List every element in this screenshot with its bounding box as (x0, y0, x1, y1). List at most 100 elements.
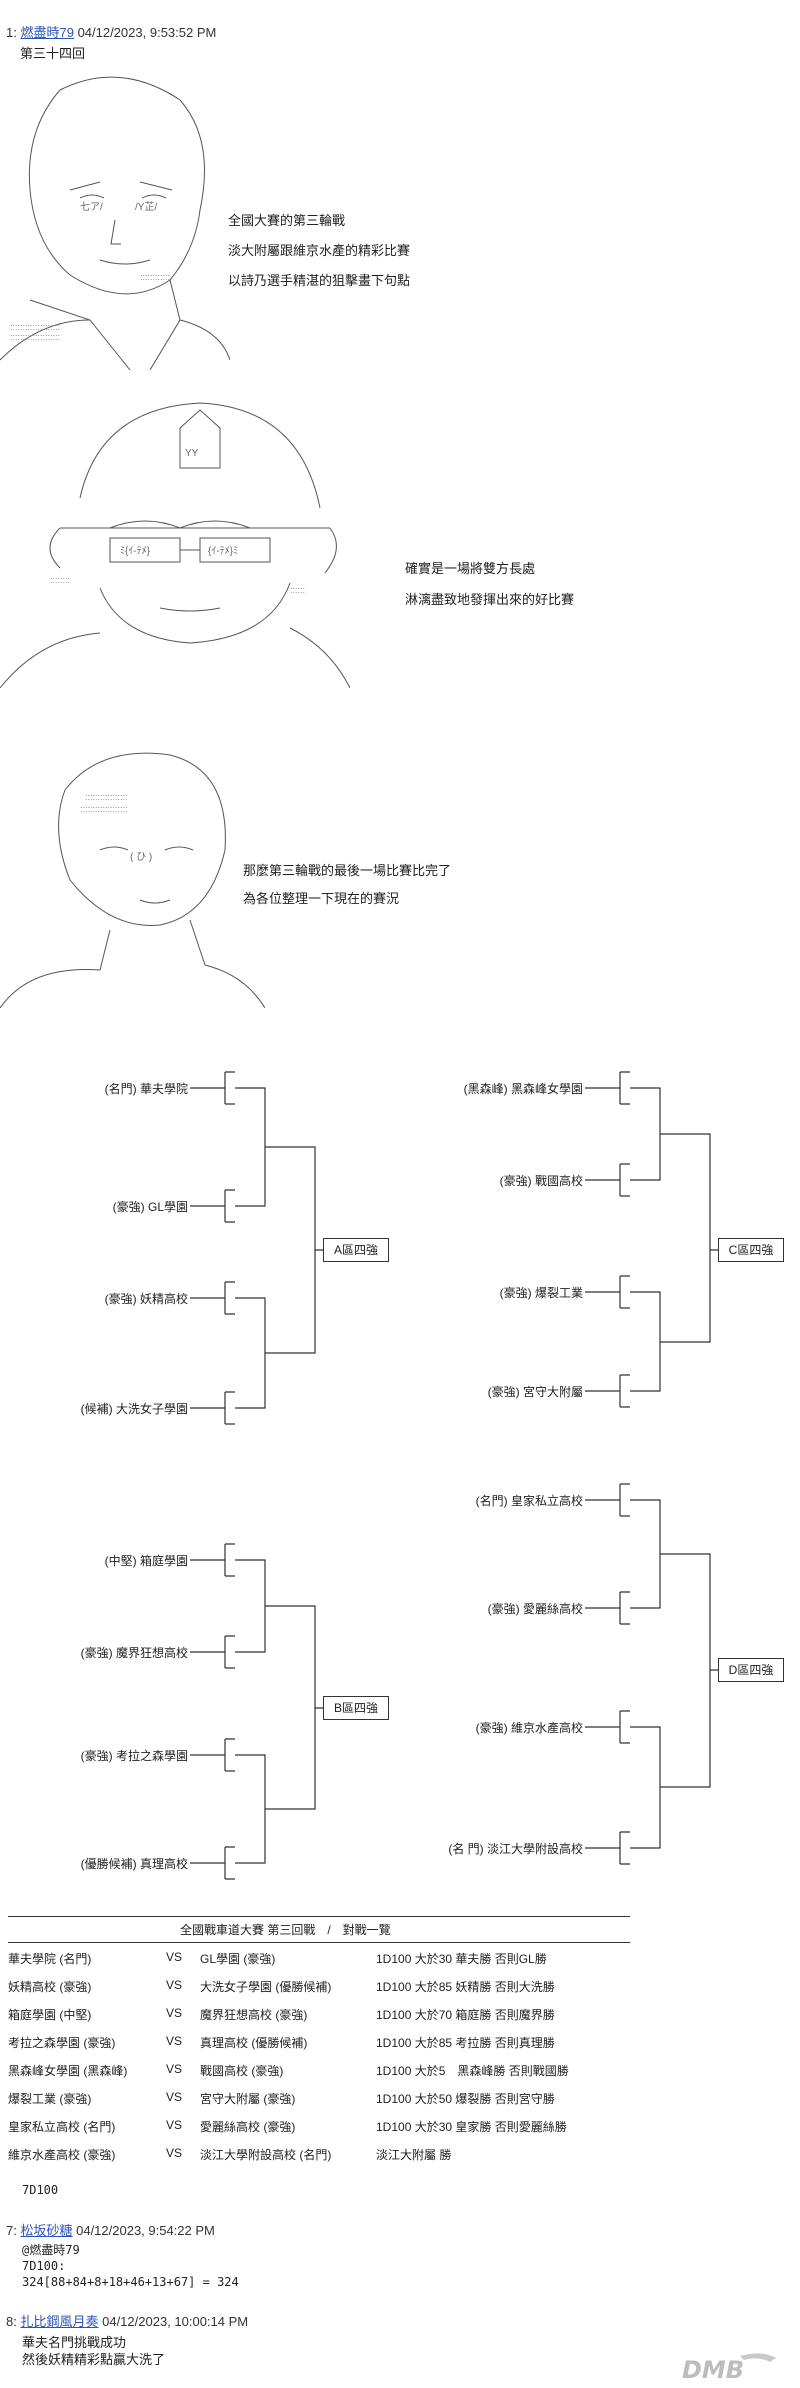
vs-label: VS (166, 2034, 183, 2048)
c-block-final-box: C區四強 (718, 1238, 784, 1262)
table-header-rule (8, 1942, 630, 1943)
right-team: 魔界狂想高校 (豪強) (200, 2008, 308, 2022)
post-number: 7 (6, 2223, 14, 2238)
team-label: (黑森峰) 黑森峰女學園 (463, 1082, 583, 1096)
left-team: 黑森峰女學園 (黑森峰) (8, 2064, 128, 2078)
table-row: 黑森峰女學園 (黑森峰) VS 戰國高校 (豪強) 1D100 大於5 黑森峰勝… (0, 2058, 800, 2084)
result-rule: 1D100 大於5 黑森峰勝 否則戰國勝 (376, 2064, 569, 2078)
b-block-final-box: B區四強 (323, 1696, 389, 1720)
vs-label: VS (166, 2146, 183, 2160)
narration-line: 確實是一場將雙方長處 (405, 561, 536, 576)
svg-text:{ｲ-ﾃﾒ}ﾐ: {ｲ-ﾃﾒ}ﾐ (208, 546, 238, 557)
svg-text:七ア/: 七ア/ (80, 201, 103, 213)
narration-line: 以詩乃選手精湛的狙擊畫下句點 (228, 273, 411, 288)
post-header-8: 8: 扎比鋼風月奏 04/12/2023, 10:00:14 PM (6, 2314, 249, 2329)
left-team: 妖精高校 (豪強) (8, 1980, 92, 1994)
dice-roll-command: 7D100 (22, 2183, 59, 2197)
team-label: (名門) 皇家私立高校 (475, 1494, 583, 1508)
left-team: 維京水產高校 (豪強) (8, 2148, 116, 2162)
a-block-final-box: A區四強 (323, 1238, 389, 1262)
reply-7-body: @燃盡時79 7D100: 324[88+84+8+18+46+13+67] =… (22, 2242, 239, 2290)
svg-text:( ひ ): ( ひ ) (130, 852, 152, 863)
team-label: (名 門) 淡江大學附設高校 (448, 1842, 583, 1856)
poster-name-link[interactable]: 燃盡時79 (20, 25, 74, 40)
left-team: 考拉之森學園 (豪強) (8, 2036, 116, 2050)
table-row: 考拉之森學園 (豪強) VS 真理高校 (優勝候補) 1D100 大於85 考拉… (0, 2030, 800, 2056)
reply-line: 華夫名門挑戰成功 (22, 2335, 127, 2350)
vs-label: VS (166, 1950, 183, 1964)
ascii-art-character-1: 七ア/ /Y芷/ :::::::::::::::::::: ::::::::::… (0, 70, 230, 370)
table-row: 爆裂工業 (豪強) VS 宮守大附屬 (豪強) 1D100 大於50 爆裂勝 否… (0, 2086, 800, 2112)
svg-text:/Y芷/: /Y芷/ (135, 200, 157, 213)
vs-label: VS (166, 2062, 183, 2076)
watermark-icon: DMB (682, 2353, 776, 2384)
left-team: 皇家私立高校 (名門) (8, 2120, 116, 2134)
team-label: (豪強) 愛麗絲高校 (487, 1602, 583, 1616)
vs-label: VS (166, 2090, 183, 2104)
dmb-watermark-logo: DMB (682, 2352, 778, 2384)
result-rule: 1D100 大於70 箱庭勝 否則魔界勝 (376, 2008, 555, 2022)
ascii-art-character-3: ::::::::::::::::: ::::::::::::::::::: ( … (0, 740, 265, 1008)
dice-result-label: 7D100: (22, 2259, 66, 2273)
team-label: (豪強) 維京水產高校 (475, 1721, 583, 1735)
right-team: 戰國高校 (豪強) (200, 2064, 284, 2078)
post-date: 04/12/2023, 9:54:22 PM (76, 2223, 215, 2238)
svg-text:::::::::: :::::::: (50, 575, 70, 585)
result-rule: 1D100 大於30 華夫勝 否則GL勝 (376, 1952, 547, 1966)
chapter-title: 第三十四回 (20, 46, 86, 61)
table-row: 箱庭學園 (中堅) VS 魔界狂想高校 (豪強) 1D100 大於70 箱庭勝 … (0, 2002, 800, 2028)
ascii-art-character-2: YY ﾐ{ｲ-ﾃﾒ} {ｲ-ﾃﾒ}ﾐ :::::::: :::::: (0, 388, 350, 698)
team-label: (中堅) 箱庭學園 (104, 1554, 188, 1568)
narration-block-3: 那麼第三輪戰的最後一場比賽比完了 為各位整理一下現在的賽況 (243, 861, 451, 909)
team-label: (豪強) 魔界狂想高校 (80, 1646, 188, 1660)
team-label: (豪強) 爆裂工業 (499, 1286, 583, 1300)
right-team: 真理高校 (優勝候補) (200, 2036, 308, 2050)
left-team: 箱庭學園 (中堅) (8, 2008, 92, 2022)
mention: @燃盡時79 (22, 2243, 80, 2257)
right-team: GL學園 (豪強) (200, 1952, 276, 1966)
right-team: 宮守大附屬 (豪強) (200, 2092, 296, 2106)
svg-text:::::::::::::: :::::::::::: (140, 272, 170, 282)
table-row: 皇家私立高校 (名門) VS 愛麗絲高校 (豪強) 1D100 大於30 皇家勝… (0, 2114, 800, 2140)
bracket-lines (190, 1071, 718, 1880)
table-row: 維京水產高校 (豪強) VS 淡江大學附設高校 (名門) 淡江大附屬 勝 (0, 2142, 800, 2168)
left-team: 爆裂工業 (豪強) (8, 2092, 92, 2106)
post-number: 8 (6, 2314, 14, 2329)
narration-line: 那麼第三輪戰的最後一場比賽比完了 (243, 863, 452, 878)
vs-label: VS (166, 2118, 183, 2132)
narration-line: 淡大附屬跟維京水產的精彩比賽 (228, 243, 411, 258)
poster-name-link[interactable]: 扎比鋼風月奏 (20, 2314, 99, 2329)
team-label: (豪強) 妖精高校 (104, 1292, 188, 1306)
team-label: (豪強) 考拉之森學園 (80, 1749, 188, 1763)
svg-text:YY: YY (185, 448, 199, 459)
right-team: 大洗女子學園 (優勝候補) (200, 1980, 332, 1994)
narration-block-1: 全國大賽的第三輪戰 淡大附屬跟維京水產的精彩比賽 以詩乃選手精湛的狙擊畫下句點 (228, 211, 410, 291)
post-header-7: 7: 松坂砂糖 04/12/2023, 9:54:22 PM (6, 2223, 215, 2238)
team-label: (豪強) 戰國高校 (499, 1174, 583, 1188)
result-rule: 1D100 大於85 妖精勝 否則大洗勝 (376, 1980, 555, 1994)
svg-text:::::::: :::::: (290, 585, 305, 595)
result-rule: 1D100 大於85 考拉勝 否則真理勝 (376, 2036, 555, 2050)
narration-block-2: 確實是一場將雙方長處 淋漓盡致地發揮出來的好比賽 (405, 559, 574, 610)
team-label: (豪強) 宮守大附屬 (487, 1385, 583, 1399)
result-rule: 1D100 大於50 爆裂勝 否則宮守勝 (376, 2092, 555, 2106)
reply-line: 然後妖精精彩點贏大洗了 (22, 2352, 166, 2367)
poster-name-link[interactable]: 松坂砂糖 (20, 2223, 73, 2238)
result-rule: 淡江大附屬 勝 (376, 2148, 452, 2162)
narration-line: 為各位整理一下現在的賽況 (243, 891, 400, 906)
team-label: (豪強) GL學園 (112, 1200, 188, 1214)
table-row: 妖精高校 (豪強) VS 大洗女子學園 (優勝候補) 1D100 大於85 妖精… (0, 1974, 800, 2000)
tournament-bracket: (名門) 華夫學院 (豪強) GL學園 (豪強) 妖精高校 (候補) 大洗女子學… (0, 1060, 800, 1880)
post-number: 1 (6, 25, 14, 40)
table-row: 華夫學院 (名門) VS GL學園 (豪強) 1D100 大於30 華夫勝 否則… (0, 1946, 800, 1972)
svg-text:ﾐ{ｲ-ﾃﾒ}: ﾐ{ｲ-ﾃﾒ} (120, 546, 151, 557)
svg-text:::::::::::::::::::::: :::::::::::::::::::: (10, 332, 60, 342)
post-header-1: 1: 燃盡時79 04/12/2023, 9:53:52 PM (6, 25, 217, 40)
left-team: 華夫學院 (名門) (8, 1952, 92, 1966)
svg-text::::::::::::::::::::: ::::::::::::::::::: (80, 804, 128, 814)
svg-text:::::::::::::::::::::: :::::::::::::::::::: (10, 322, 60, 332)
right-team: 淡江大學附設高校 (名門) (200, 2148, 332, 2162)
vs-label: VS (166, 2006, 183, 2020)
team-label: (名門) 華夫學院 (104, 1082, 188, 1096)
dice-result-value: 324[88+84+8+18+46+13+67] = 324 (22, 2275, 239, 2289)
